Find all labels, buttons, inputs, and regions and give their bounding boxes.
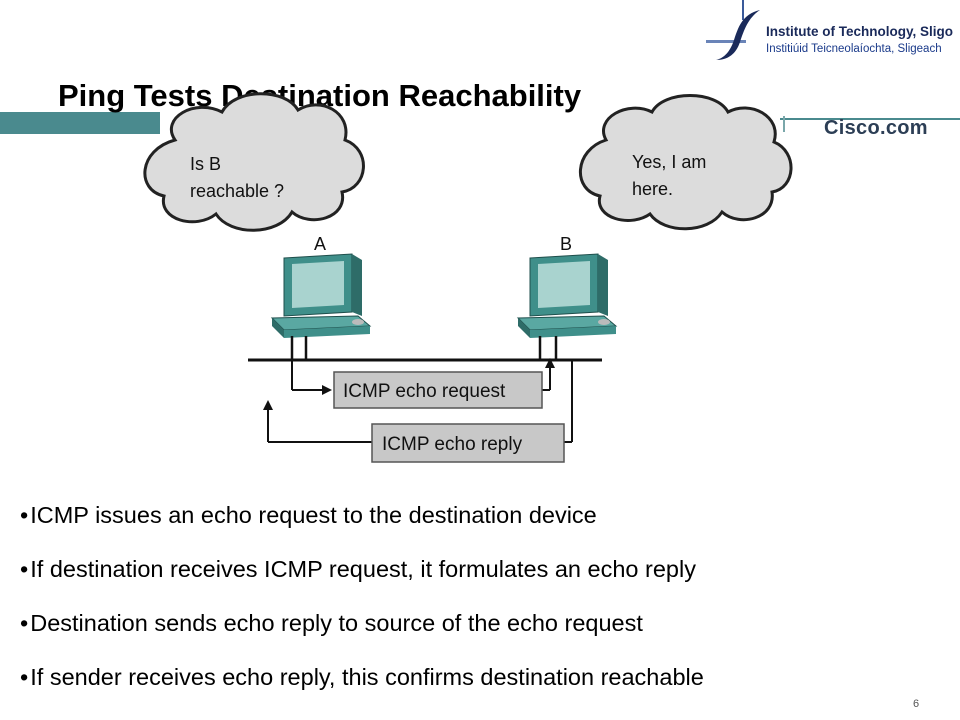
cloud-a-line-1: Is B [190, 154, 221, 174]
bullet-text: Destination sends echo reply to source o… [30, 610, 643, 636]
cloud-b-line-1: Yes, I am [632, 152, 706, 172]
cloud-b-line-2: here. [632, 179, 673, 199]
title-rule [780, 118, 960, 120]
echo-reply-path [263, 360, 573, 443]
echo-reply-box: ICMP echo reply [371, 423, 565, 463]
ping-diagram: Is B reachable ? Yes, I am here. A B [143, 92, 793, 463]
institute-logo [706, 0, 960, 78]
echo-request-box: ICMP echo request [333, 371, 543, 409]
host-b-label: B [560, 234, 572, 254]
cloud-a-line-2: reachable ? [190, 181, 284, 201]
host-a-label: A [314, 234, 326, 254]
bullet-list: •ICMP issues an echo request to the dest… [20, 497, 950, 713]
computer-b-icon [516, 253, 618, 338]
cisco-brand: Cisco.com [824, 117, 928, 139]
institute-swoosh-icon [716, 10, 760, 60]
bullet-text: ICMP issues an echo request to the desti… [30, 502, 597, 528]
network-cabling [248, 336, 602, 362]
echo-reply-label: ICMP echo reply [382, 434, 523, 455]
echo-request-path [291, 358, 555, 395]
bullet-item: •Destination sends echo reply to source … [20, 610, 643, 636]
echo-request-label: ICMP echo request [343, 381, 506, 402]
cisco-divider [783, 116, 785, 132]
bullet-text: If destination receives ICMP request, it… [30, 556, 696, 582]
bullet-item: •If sender receives echo reply, this con… [20, 664, 704, 690]
cloud-a: Is B reachable ? [143, 92, 365, 232]
page-number: 6 [913, 698, 920, 710]
cloud-b: Yes, I am here. [578, 94, 793, 231]
cloud-b-shape [578, 94, 793, 231]
logo-divider [742, 0, 744, 20]
institute-name-irish: Institiúid Teicneolaíochta, Sligeach [766, 43, 942, 55]
computer-a-icon [270, 253, 372, 338]
bullet-item: •If destination receives ICMP request, i… [20, 556, 696, 582]
bullet-text: If sender receives echo reply, this conf… [30, 664, 704, 690]
logo-divider-horizontal [706, 40, 746, 43]
cloud-a-shape [143, 92, 365, 232]
institute-name: Institute of Technology, Sligo [766, 24, 953, 39]
title-accent-bar [0, 112, 160, 134]
bullet-item: •ICMP issues an echo request to the dest… [20, 502, 597, 528]
